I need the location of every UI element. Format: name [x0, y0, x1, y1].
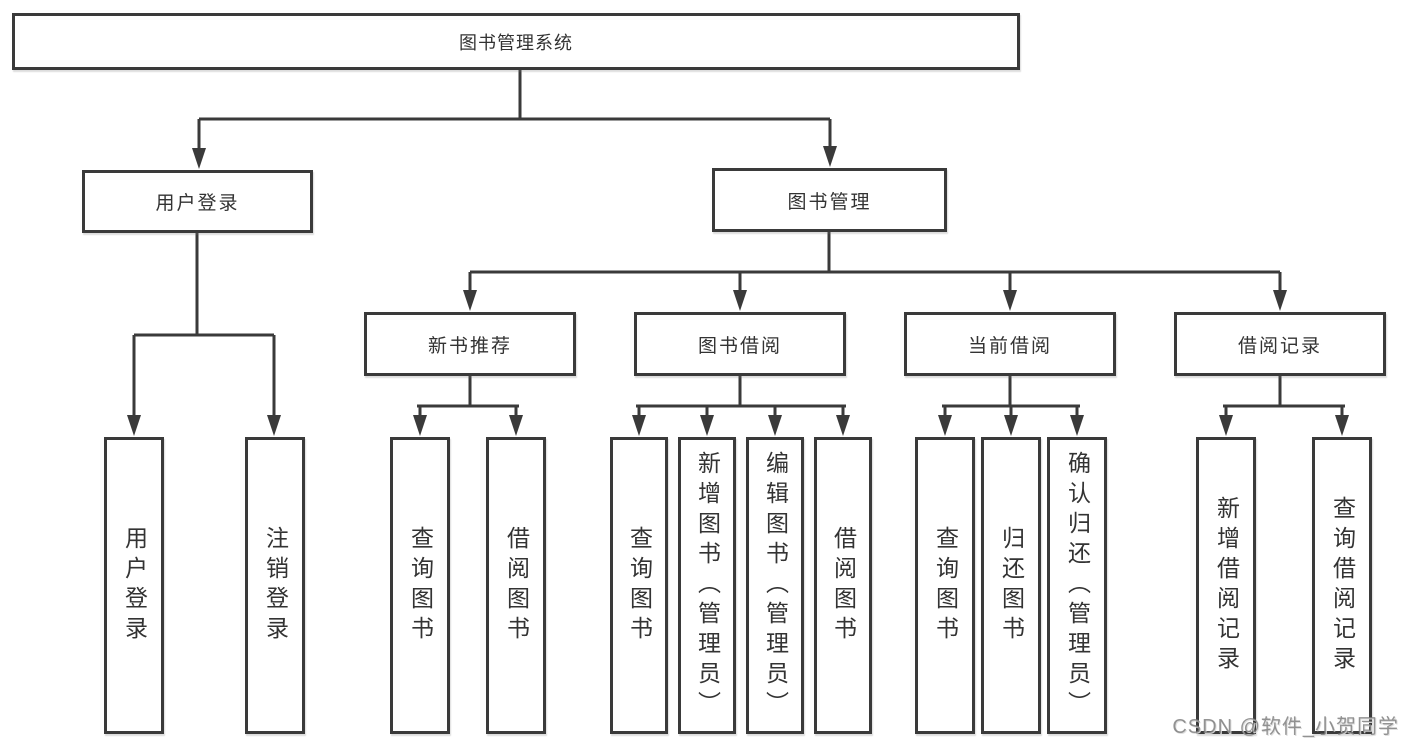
- leaf-query-borrow-record: 查询借阅记录: [1312, 437, 1372, 734]
- node-label: 借阅记录: [1237, 335, 1322, 357]
- node-borrow-record: 借阅记录: [1174, 312, 1386, 376]
- node-label: 确认归还（管理员）: [1064, 450, 1091, 721]
- leaf-edit-books-admin: 编辑图书（管理员）: [746, 437, 804, 734]
- node-label: 图书借阅: [697, 335, 782, 357]
- node-label: 新书推荐: [427, 335, 512, 357]
- node-label: 查询借阅记录: [1329, 495, 1356, 676]
- node-current-borrow: 当前借阅: [904, 312, 1116, 376]
- node-label: 用户登录: [121, 525, 148, 646]
- node-label: 借阅图书: [503, 525, 530, 646]
- node-label: 注销登录: [262, 525, 289, 646]
- node-system-root: 图书管理系统: [12, 13, 1020, 70]
- node-label: 编辑图书（管理员）: [762, 450, 789, 721]
- node-label: 新增借阅记录: [1213, 495, 1240, 676]
- leaf-query-books-recommend: 查询图书: [390, 437, 450, 734]
- node-label: 归还图书: [998, 525, 1025, 646]
- leaf-add-books-admin: 新增图书（管理员）: [678, 437, 736, 734]
- connector-segments: [132, 70, 1345, 417]
- leaf-return-books: 归还图书: [981, 437, 1041, 734]
- node-book-management: 图书管理: [712, 168, 947, 232]
- leaf-query-books-borrow: 查询图书: [610, 437, 668, 734]
- node-label: 查询图书: [626, 525, 653, 646]
- node-user-login: 用户登录: [82, 170, 313, 233]
- csdn-watermark: CSDN @软件_小贺同学: [1172, 716, 1399, 738]
- leaf-borrow-books-recommend: 借阅图书: [486, 437, 546, 734]
- node-label: 查询图书: [407, 525, 434, 646]
- leaf-confirm-return-admin: 确认归还（管理员）: [1047, 437, 1107, 734]
- node-label: 图书管理系统: [459, 32, 573, 53]
- node-label: 新增图书（管理员）: [694, 450, 721, 721]
- node-label: 用户登录: [155, 193, 240, 214]
- leaf-logout: 注销登录: [245, 437, 305, 734]
- node-label: 查询图书: [932, 525, 959, 646]
- node-book-borrow: 图书借阅: [634, 312, 846, 376]
- node-label: 当前借阅: [967, 335, 1052, 357]
- node-label: 图书管理: [787, 191, 872, 213]
- node-label: 借阅图书: [830, 525, 857, 646]
- leaf-user-login: 用户登录: [104, 437, 164, 734]
- leaf-add-borrow-record: 新增借阅记录: [1196, 437, 1256, 734]
- arrowheads: [127, 146, 1349, 436]
- leaf-query-books-current: 查询图书: [915, 437, 975, 734]
- leaf-borrow-books: 借阅图书: [814, 437, 872, 734]
- node-new-book-recommend: 新书推荐: [364, 312, 576, 376]
